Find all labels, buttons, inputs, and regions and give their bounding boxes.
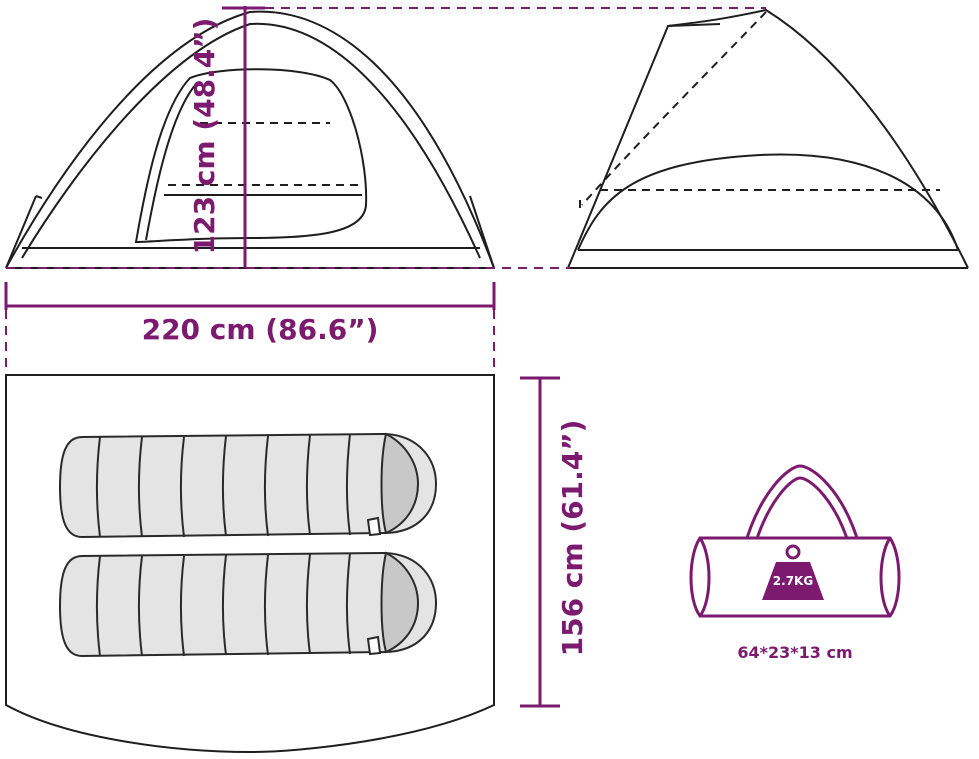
bag-size-label: 64*23*13 cm: [737, 643, 852, 662]
height-dimension-label: 123 cm (48.4”): [188, 18, 221, 255]
sleeping-bag-2: [58, 551, 438, 658]
depth-dimension: [520, 376, 560, 708]
height-guides: [6, 7, 766, 269]
tent-front-view: [5, 10, 495, 269]
width-guides: [5, 310, 495, 372]
bag-weight-label: 2.7KG: [773, 574, 813, 588]
kettlebell-weight-icon: [762, 544, 824, 600]
height-dimension: [222, 6, 265, 268]
front-door-guides: [168, 122, 362, 186]
width-dimension: [4, 282, 496, 310]
tent-side-view: [567, 8, 969, 269]
depth-dimension-label: 156 cm (61.4”): [556, 420, 589, 657]
sleeping-bag-1: [58, 432, 438, 539]
width-dimension-label: 220 cm (86.6”): [142, 313, 379, 346]
side-view-guides: [581, 11, 940, 206]
tent-floor-plan: [5, 374, 495, 754]
